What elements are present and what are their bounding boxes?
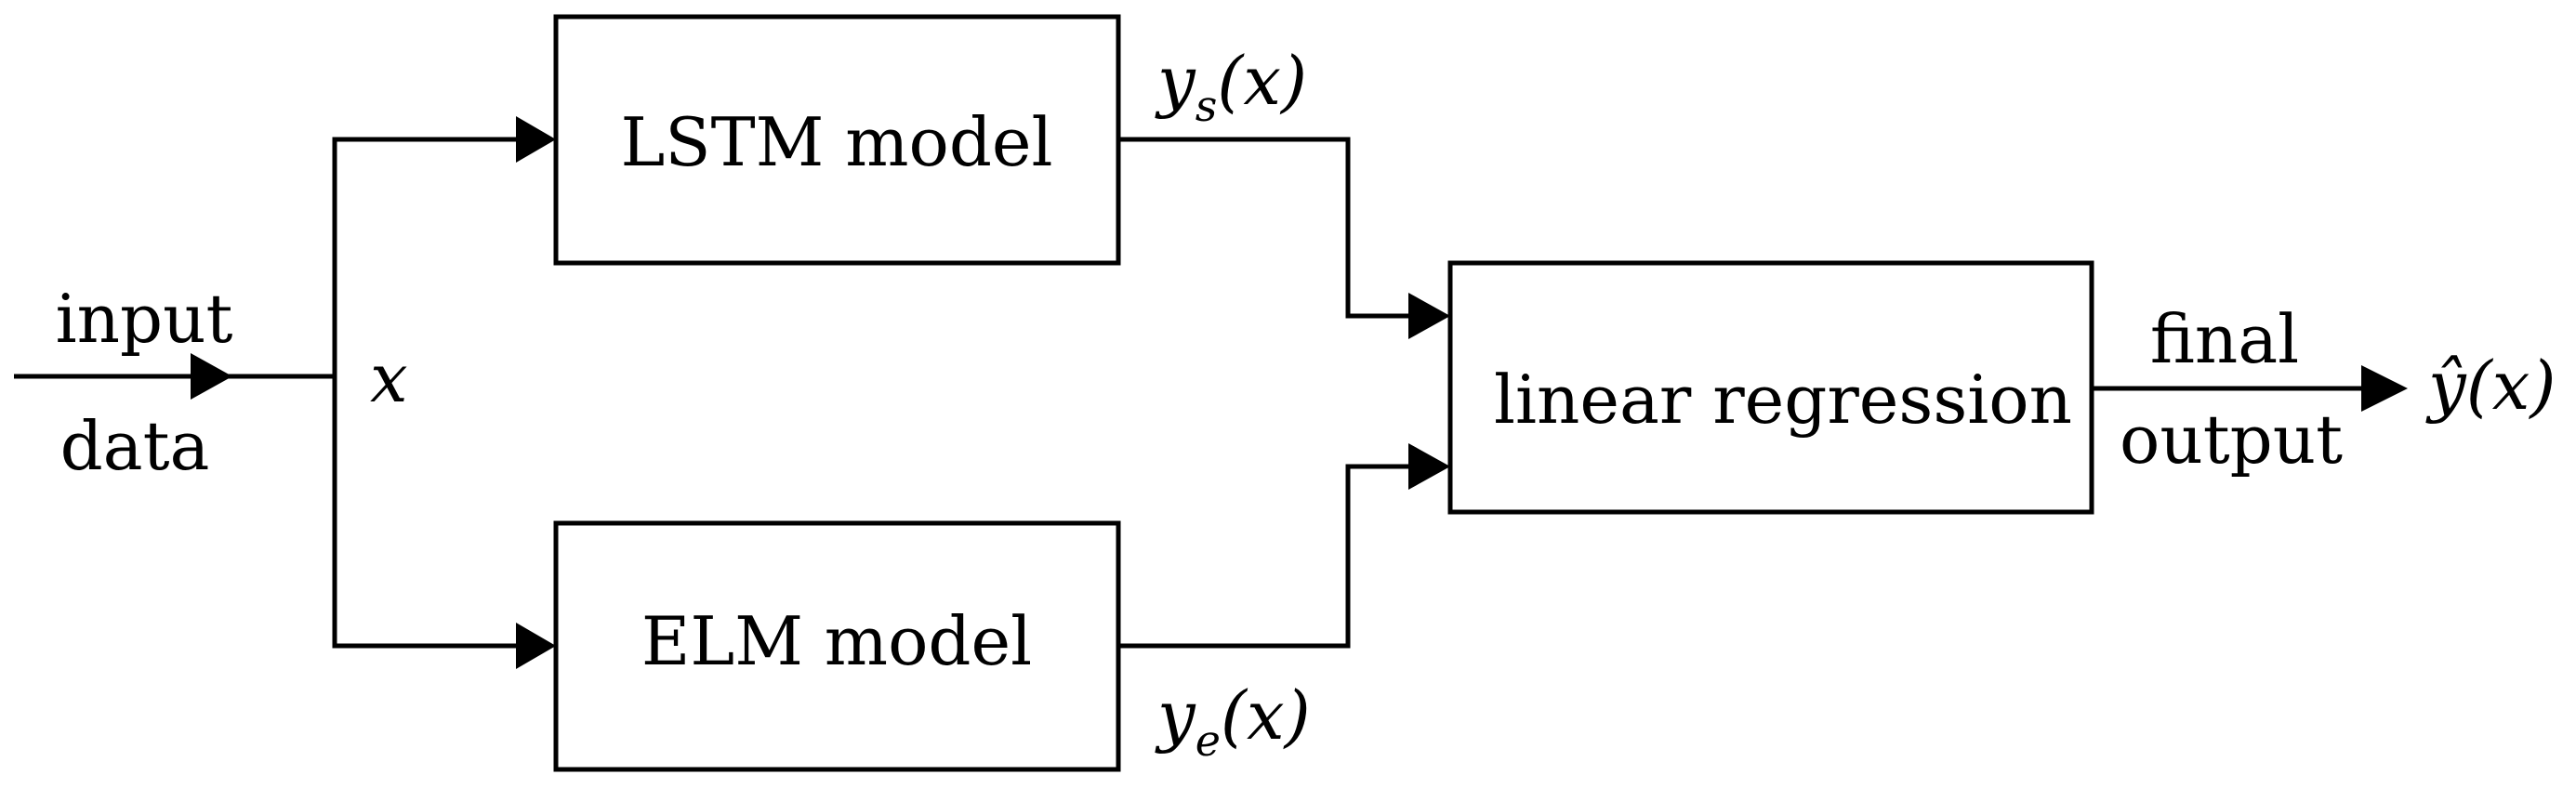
elm-output-var: y (1155, 676, 1196, 755)
linear-regression-label: linear regression (1494, 361, 2072, 439)
input-arrow-head (191, 353, 232, 400)
final-output-connector (2092, 365, 2408, 412)
lstm-block: LSTM model (553, 14, 1121, 266)
lstm-output-arg: (x) (1217, 42, 1307, 120)
lstm-input-arrow-head (516, 116, 556, 163)
final-label-line1: final (2150, 300, 2299, 378)
final-output-arg: (x) (2466, 347, 2556, 425)
input-variable-x: x (370, 339, 408, 417)
input-label-line2: data (60, 407, 210, 485)
elm-block-label: ELM model (641, 602, 1032, 680)
lstm-output-connector (1118, 137, 1450, 339)
final-output-var: ŷ (2425, 347, 2467, 425)
final-label-line2: output (2120, 401, 2343, 479)
lstm-block-label: LSTM model (620, 103, 1052, 181)
elm-to-regression-arrow-head (1408, 443, 1450, 490)
elm-output-connector (1118, 443, 1450, 649)
final-output-symbol: ŷ(x) (2425, 347, 2556, 425)
linear-regression-block: linear regression (1447, 260, 2094, 515)
lstm-output-var: y (1155, 42, 1196, 120)
lstm-output-label: ys(x) (1155, 42, 1307, 131)
input-label-line1: input (56, 280, 233, 358)
input-connector (14, 353, 335, 400)
elm-output-sub: e (1196, 716, 1221, 766)
elm-block: ELM model (553, 520, 1121, 772)
lstm-output-sub: s (1196, 81, 1218, 131)
elm-input-arrow-head (516, 623, 556, 669)
lstm-to-regression-arrow-head (1408, 293, 1450, 339)
final-output-arrow-head (2361, 365, 2408, 412)
elm-output-label: ye(x) (1155, 676, 1311, 766)
elm-output-arg: (x) (1221, 676, 1311, 755)
split-connector (332, 116, 556, 669)
